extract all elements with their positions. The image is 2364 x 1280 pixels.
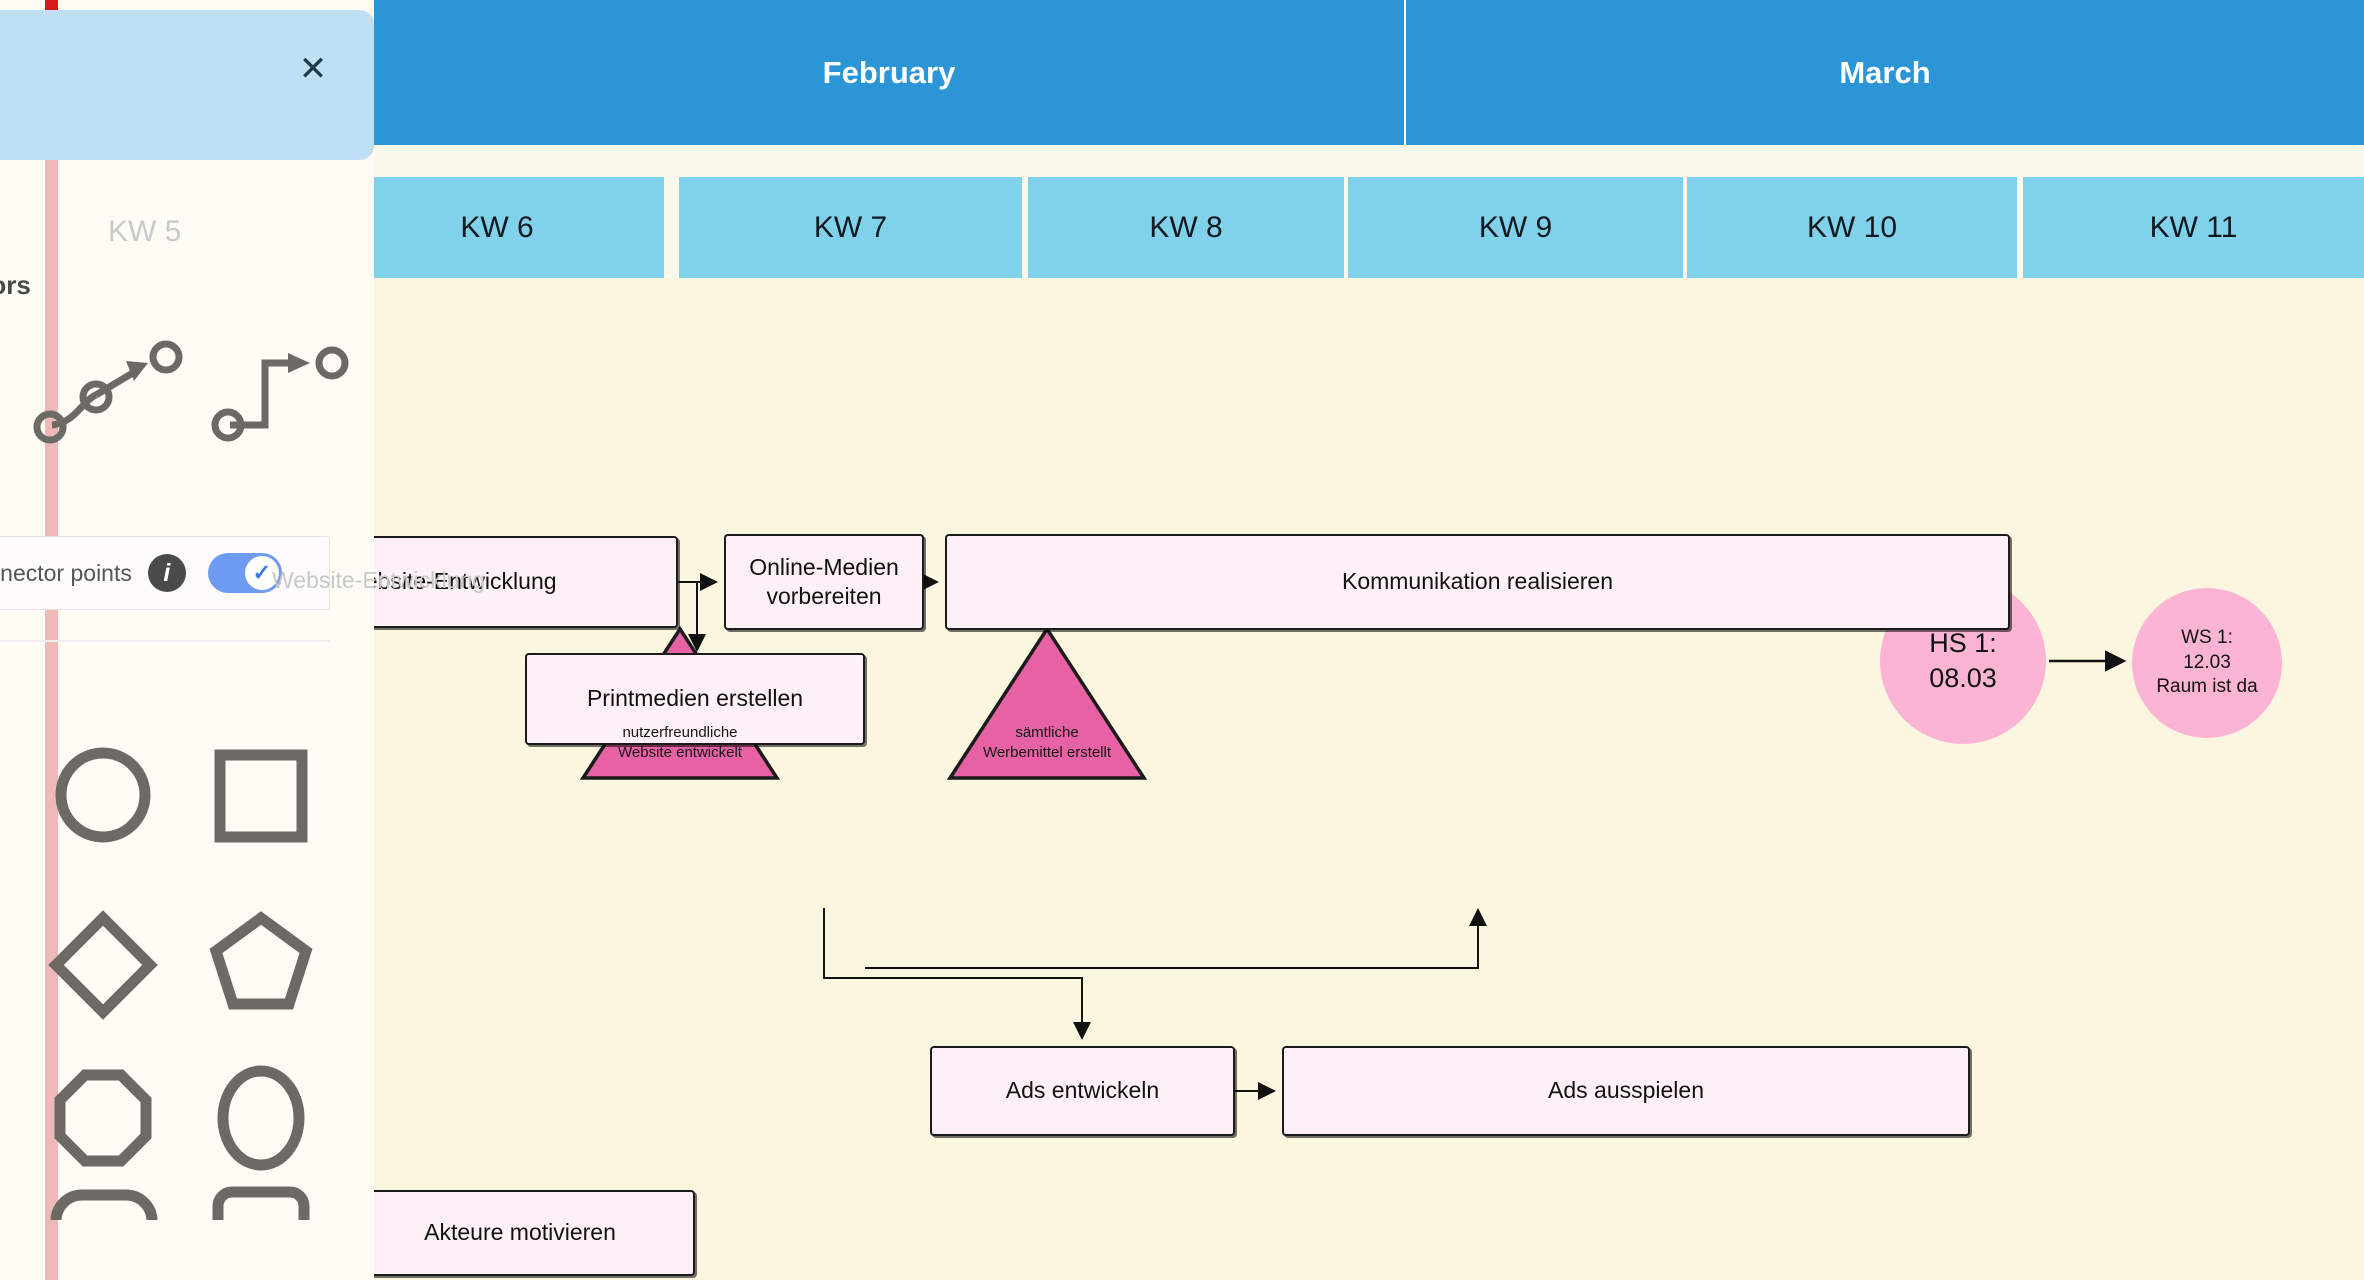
- tutorial-body-line-1: ... and use connectors to: [0, 124, 380, 156]
- week-cell-kw8[interactable]: KW 8: [1028, 177, 1344, 278]
- curved-connector-icon[interactable]: [33, 340, 183, 444]
- diamond-shape[interactable]: [48, 910, 158, 1020]
- week-label: KW 11: [2149, 210, 2238, 244]
- rounded-rect-shape[interactable]: [50, 1189, 158, 1253]
- connector-points-toggle[interactable]: ✓: [207, 553, 282, 593]
- week-label: KW 7: [813, 210, 888, 244]
- task-label: Website-Entwicklung: [343, 568, 557, 595]
- task-label: Ads entwickeln: [1005, 1077, 1160, 1104]
- tutorial-subtitle: ...tors: [0, 270, 31, 300]
- close-icon[interactable]: ✕: [298, 50, 328, 88]
- milestone-label: nutzerfreundliche Website entwickelt: [618, 723, 742, 782]
- square-shape[interactable]: [214, 749, 308, 843]
- event-circle-text: WS 1: 12.03 Raum ist da: [2156, 626, 2257, 700]
- event-circle-text: HS 1: 08.03: [1929, 626, 1997, 696]
- week-cell-kw7[interactable]: KW 7: [679, 177, 1022, 278]
- month-cell-february[interactable]: February: [374, 0, 1404, 145]
- task-ads-entwickeln[interactable]: Ads entwickeln: [930, 1046, 1235, 1136]
- milestone-line-1: nutzerfreundliche: [622, 723, 738, 741]
- task-online-medien-vorbereiten[interactable]: Online-Medien vorbereiten: [724, 534, 924, 630]
- panel-divider: [0, 640, 330, 642]
- week-label: KW 6: [460, 210, 534, 244]
- triangle-shape: [947, 626, 1147, 780]
- task-label: Akteure motivieren: [424, 1219, 616, 1246]
- ghost-task-label-website: Website-Entwicklung: [272, 567, 485, 594]
- task-kommunikation-realisieren[interactable]: Kommunikation realisieren: [945, 534, 2010, 630]
- shape-palette: [40, 700, 370, 1270]
- connector-points-setting[interactable]: ...nector points i ✓: [0, 536, 330, 610]
- diagram-canvas[interactable]: nutzerfreundliche Website entwickelt säm…: [0, 278, 2364, 1280]
- month-label: February: [822, 54, 956, 90]
- ws1-line-3: Raum ist da: [2156, 676, 2258, 698]
- ghost-week-label-kw5: KW 5: [108, 215, 181, 249]
- ghost-task-text: Website-Entwicklung: [272, 567, 486, 593]
- week-cell-kw10[interactable]: KW 10: [1687, 177, 2017, 278]
- task-printmedien-erstellen[interactable]: Printmedien erstellen: [525, 653, 865, 745]
- octagon-shape[interactable]: [54, 1069, 152, 1167]
- tutorial-body-line-2: ...rams, or to illustrate: [0, 156, 380, 188]
- milestone-line-2: Werbemittel erstellt: [982, 743, 1112, 761]
- week-cell-kw9[interactable]: KW 9: [1348, 177, 1683, 278]
- timeline-month-row: February March: [0, 0, 2364, 145]
- pentagon-shape[interactable]: [209, 911, 313, 1010]
- milestone-saemtliche-werbemittel[interactable]: sämtliche Werbemittel erstellt: [947, 626, 1147, 781]
- hs1-line-1: HS 1:: [1929, 627, 1997, 658]
- month-cell-march[interactable]: March: [1406, 0, 2364, 145]
- hs1-line-2: 08.03: [1929, 663, 1997, 693]
- task-ads-ausspielen[interactable]: Ads ausspielen: [1282, 1046, 1970, 1136]
- oval-shape[interactable]: [217, 1065, 305, 1171]
- tutorial-popup: ... and connectors ✕: [0, 10, 374, 160]
- ghost-week-text: KW 5: [108, 215, 182, 248]
- task-akteure-motivieren[interactable]: Akteure motivieren: [345, 1190, 695, 1276]
- ws1-line-2: 12.03: [2183, 651, 2231, 673]
- elbow-connector-icon[interactable]: [211, 346, 349, 442]
- circle-shape[interactable]: [55, 747, 151, 843]
- milestone-line-1: sämtliche: [1015, 723, 1079, 741]
- task-label: Ads ausspielen: [1548, 1077, 1704, 1104]
- info-icon[interactable]: i: [147, 554, 186, 592]
- connector-style-picker: [30, 335, 360, 445]
- task-label: Printmedien erstellen: [586, 685, 804, 712]
- week-cell-kw6[interactable]: KW 6: [330, 177, 664, 278]
- task-label: Online-Medien vorbereiten: [749, 553, 899, 609]
- milestone-label: sämtliche Werbemittel erstellt: [983, 723, 1111, 782]
- month-label: March: [1839, 54, 1931, 90]
- tutorial-title: ... and connectors: [0, 52, 300, 85]
- ws1-line-1: WS 1:: [2181, 626, 2233, 648]
- event-circle-ws1[interactable]: WS 1: 12.03 Raum ist da: [2132, 588, 2282, 738]
- check-icon: ✓: [244, 556, 279, 590]
- week-label: KW 8: [1149, 210, 1223, 244]
- week-label: KW 10: [1806, 210, 1898, 244]
- tutorial-body: ... and use connectors to ...rams, or to…: [0, 124, 380, 187]
- task-label: Kommunikation realisieren: [1341, 568, 1613, 595]
- rounded-square-shape[interactable]: [212, 1186, 310, 1270]
- connector-points-label: ...nector points: [0, 559, 132, 586]
- milestone-line-2: Website entwickelt: [618, 743, 742, 761]
- week-cell-kw11[interactable]: KW 11: [2023, 177, 2364, 278]
- week-label: KW 9: [1478, 210, 1553, 244]
